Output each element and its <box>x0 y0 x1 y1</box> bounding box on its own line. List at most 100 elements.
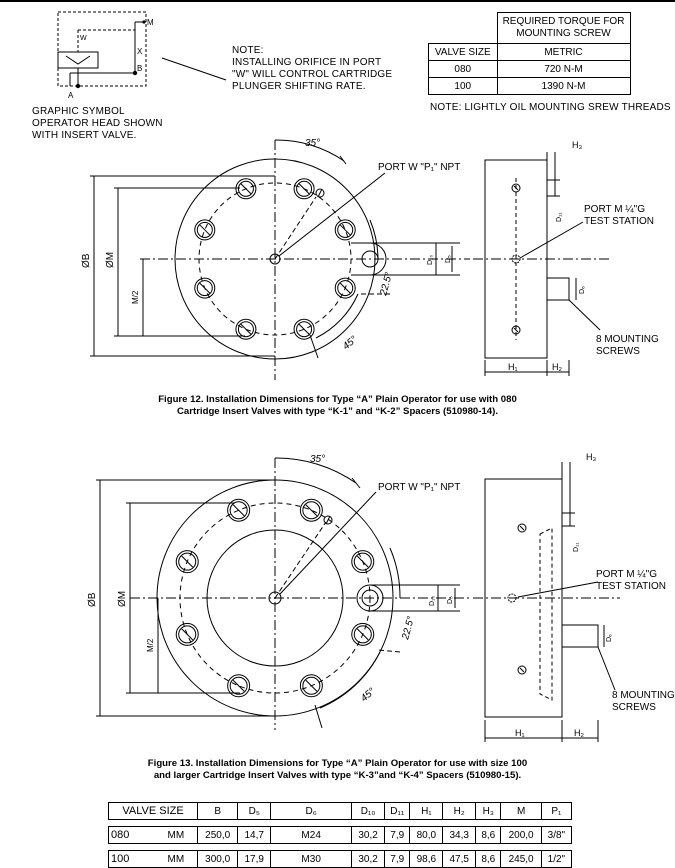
fig13-port-w-leader <box>279 491 377 595</box>
bolt-hole-mark <box>232 504 245 517</box>
torque-cell: 080 <box>428 60 498 78</box>
symbol-caption-line-2: OPERATOR HEAD SHOWN <box>32 118 163 129</box>
bolt-hole-mark <box>298 183 310 195</box>
bolt-hole <box>194 219 216 241</box>
bolt-hole-mark <box>298 323 310 335</box>
bolt-hole-inner <box>302 676 321 695</box>
fig12-screws-label-2: SCREWS <box>596 346 640 357</box>
fig12-port-m-leader <box>519 221 584 259</box>
dim-cell-size: 100 <box>107 850 155 868</box>
fig12-port-w-thread <box>315 188 325 198</box>
bolt-hole-mark <box>199 224 211 236</box>
figure-13-caption: Figure 13. Installation Dimensions for T… <box>0 758 675 781</box>
bolt-hole-inner <box>353 552 372 571</box>
fig13-side-port-m <box>561 624 599 648</box>
bolt-hole-inner <box>237 180 254 197</box>
fig12-dim-b: ØB <box>81 253 92 268</box>
bolt-hole-mark <box>199 282 211 294</box>
bolt-hole-inner <box>196 280 213 297</box>
fig13-dim-d10: D₁₀ <box>429 596 436 606</box>
fig13-port-m-label-2: TEST STATION <box>596 581 666 592</box>
bolt-hole-inner <box>296 321 313 338</box>
torque-title-line-1: REQUIRED TORQUE FOR <box>502 16 625 27</box>
dim-cell: 200,0 <box>500 826 542 844</box>
dim-cell-unit: MM <box>154 850 199 868</box>
fig12-port-m-label-2: TEST STATION <box>584 216 654 227</box>
fig12-dim-d6: D₆ <box>579 286 586 294</box>
figure-12-caption: Figure 12. Installation Dimensions for T… <box>0 394 675 417</box>
fig12-dim-d11: D₁₁ <box>556 212 563 222</box>
orifice-note-line-3: "W" WILL CONTROL CARTRIDGE <box>232 69 393 80</box>
orifice-note-line-2: INSTALLING ORIFICE IN PORT <box>232 57 382 68</box>
graphic-symbol: M W X B A <box>57 11 154 100</box>
bolt-hole <box>299 674 323 698</box>
dim-cell: 7,9 <box>383 826 411 844</box>
dim-cell: 80,0 <box>409 826 444 844</box>
dim-header: H₃ <box>475 802 502 820</box>
bolt-hole <box>293 178 315 200</box>
dim-cell: M24 <box>270 826 353 844</box>
oil-note: NOTE: LIGHTLY OIL MOUNTING SREW THREADS <box>430 102 671 113</box>
fig13-dim-h2: H₂ <box>574 728 584 738</box>
fig12-port-w-leader <box>278 172 386 257</box>
bolt-hole <box>227 498 251 522</box>
fig12-angle-45: 45° <box>341 334 360 352</box>
fig13-dim-m2: M/2 <box>146 638 155 652</box>
bolt-hole <box>334 277 356 299</box>
note-leader <box>161 57 227 81</box>
figure-12-caption-line-2: Cartridge Insert Valves with type “K-1” … <box>177 405 498 417</box>
dim-cell: 47,5 <box>442 850 477 868</box>
dim-header: D₁₀ <box>351 802 385 820</box>
dim-cell: 14,7 <box>237 826 272 844</box>
fig13-dim-b: ØB <box>87 592 98 607</box>
dim-header: B <box>197 802 239 820</box>
figure-12-drawing: 35° 22.5° 45° PORT W "P₁" NPT PORT M ¼"G… <box>81 138 659 380</box>
dim-header: D₅ <box>237 802 272 820</box>
symbol-label-w: W <box>80 35 87 42</box>
symbol-caption-line-3: WITH INSERT VALVE. <box>32 130 137 141</box>
dim-cell: 300,0 <box>197 850 239 868</box>
fig13-port-m-leader <box>517 581 599 598</box>
fig12-dim-d10: D₁₀ <box>427 255 434 265</box>
bolt-hole-inner <box>237 321 254 338</box>
torque-title: REQUIRED TORQUE FOR MOUNTING SCREW <box>496 12 631 44</box>
table-row: 080 MM 250,0 14,7 M24 30,2 7,9 80,0 34,3… <box>107 826 573 844</box>
fig13-screws-label-1: 8 MOUNTING <box>612 690 675 701</box>
torque-cell: 1390 N-M <box>496 77 631 95</box>
bolt-hole-mark <box>181 628 194 641</box>
symbol-label-a: A <box>68 91 74 100</box>
bolt-hole-mark <box>339 282 351 294</box>
fig12-side-port <box>361 250 379 268</box>
bolt-hole-inner <box>337 280 354 297</box>
dimension-table: VALVE SIZE B D₅ D₆ D₁₀ D₁₁ H₁ H₂ H₃ M P₁… <box>107 802 573 868</box>
dim-header: P₁ <box>540 802 573 820</box>
bolt-hole-inner <box>302 501 321 520</box>
fig12-bolt-holes <box>194 178 356 340</box>
bolt-hole <box>175 550 199 574</box>
fig12-port-m-label-1: PORT M ¼"G <box>584 203 645 215</box>
dim-cell: 250,0 <box>197 826 239 844</box>
fig13-port-w-label: PORT W "P₁" NPT <box>378 482 460 493</box>
bolt-hole-mark <box>232 679 245 692</box>
fig13-dim-d5: D₅ <box>447 596 454 604</box>
fig12-screws-leader <box>568 299 601 331</box>
figure-13-drawing: 35° 22.5° 45° PORT W "P₁" NPT PORT M ¼"G… <box>87 452 675 742</box>
bolt-hole <box>235 318 257 340</box>
bolt-hole-inner <box>296 180 313 197</box>
fig13-dim-d6: D₆ <box>606 634 613 642</box>
dim-cell: 1/2" <box>540 850 573 868</box>
torque-header-metric: METRIC <box>496 43 631 61</box>
dim-header: H₂ <box>442 802 477 820</box>
fig12-screws-label-1: 8 MOUNTING <box>596 334 659 345</box>
bolt-hole <box>351 550 375 574</box>
bolt-hole-mark <box>305 679 318 692</box>
fig13-port-m-label-1: PORT M ¼"G <box>596 568 657 580</box>
fig13-angle-35: 35° <box>310 454 325 465</box>
dim-cell: 30,2 <box>351 850 385 868</box>
bolt-hole-inner <box>178 552 197 571</box>
orifice-note: NOTE: INSTALLING ORIFICE IN PORT "W" WIL… <box>232 45 392 93</box>
bolt-hole-inner <box>229 501 248 520</box>
dim-cell: 30,2 <box>351 826 385 844</box>
symbol-caption-line-1: GRAPHIC SYMBOL <box>32 106 125 117</box>
fig13-side-view <box>484 478 563 718</box>
